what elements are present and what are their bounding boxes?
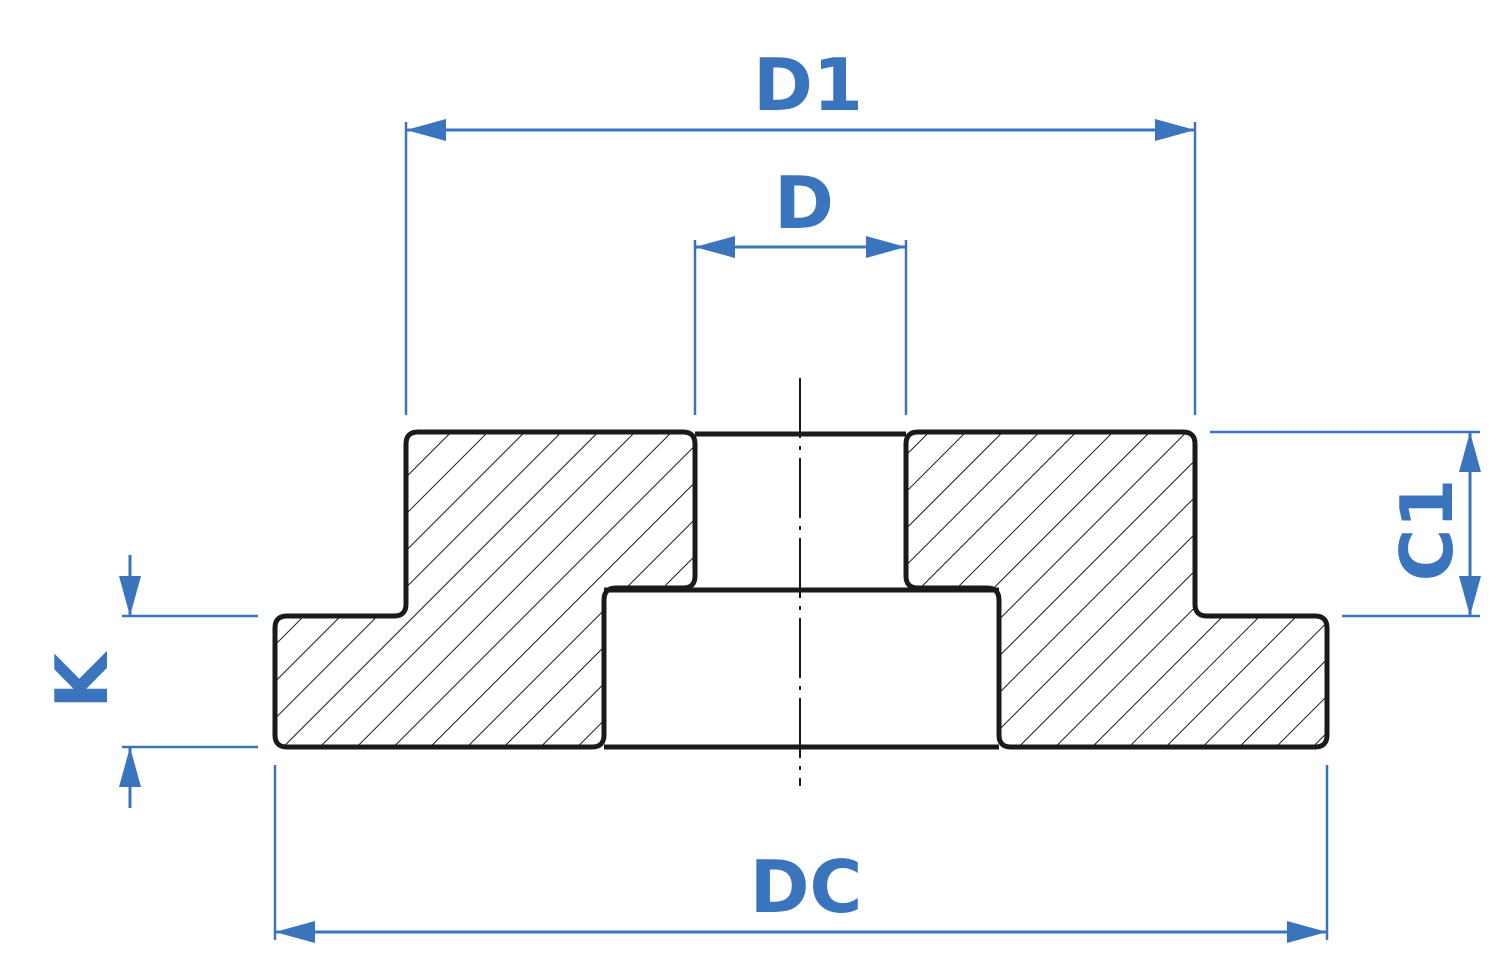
right-section	[903, 429, 1330, 750]
left-section	[272, 429, 698, 750]
dimension-dc-label: DC	[750, 845, 863, 929]
dimension-k: K	[40, 555, 258, 808]
dimension-d: D	[693, 161, 908, 415]
dimension-c1-label: C1	[1385, 479, 1469, 582]
dimension-k-label: K	[40, 651, 124, 709]
dimension-d-label: D	[774, 161, 834, 245]
dimension-d1-label: D1	[753, 43, 863, 127]
dimension-d1: D1	[404, 43, 1197, 415]
dimension-dc: DC	[273, 765, 1329, 943]
dimension-c1: C1	[1210, 430, 1481, 618]
